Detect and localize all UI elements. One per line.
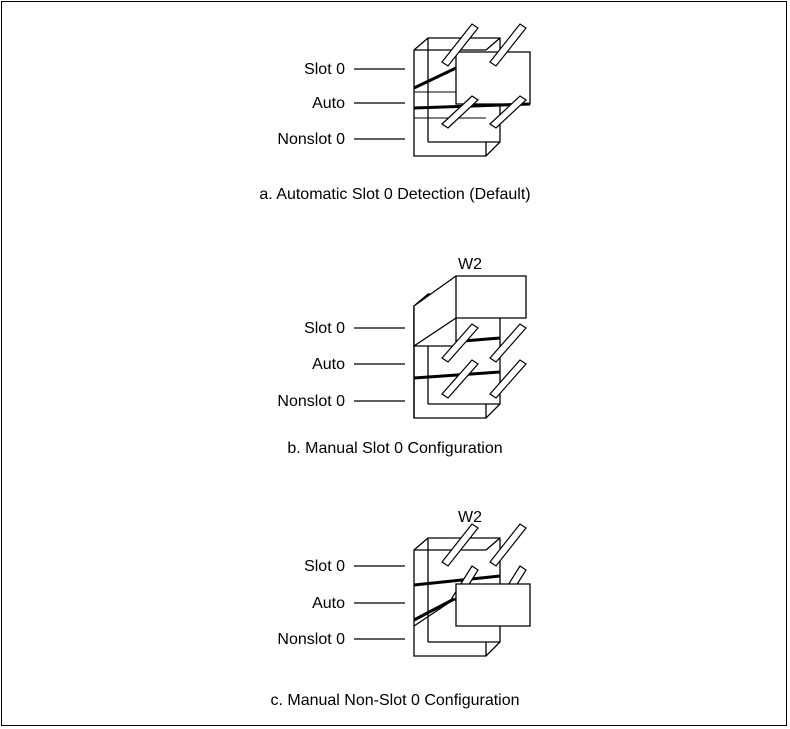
label-auto: Auto xyxy=(312,356,345,373)
jumper-shunt xyxy=(413,275,527,347)
caption-c: c. Manual Non-Slot 0 Configuration xyxy=(270,692,519,709)
label-auto: Auto xyxy=(312,95,345,112)
panel-c: W2 Slot 0 Auto Nonslot 0 xyxy=(270,509,531,709)
pin-group xyxy=(441,323,527,399)
label-slot0: Slot 0 xyxy=(304,558,345,575)
panel-b: W2 Slot 0 Auto Nonslot 0 xyxy=(277,256,527,457)
label-slot0: Slot 0 xyxy=(304,61,345,78)
jumper-shunt xyxy=(413,583,531,627)
panel-a: Slot 0 Auto Nonslot 0 xyxy=(259,23,531,203)
label-nonslot0: Nonslot 0 xyxy=(277,631,345,648)
pin-group xyxy=(441,23,527,129)
label-slot0: Slot 0 xyxy=(304,320,345,337)
label-nonslot0: Nonslot 0 xyxy=(277,131,345,148)
leader-lines xyxy=(354,68,405,140)
header-w2: W2 xyxy=(458,509,482,526)
caption-b: b. Manual Slot 0 Configuration xyxy=(287,440,502,457)
label-nonslot0: Nonslot 0 xyxy=(277,393,345,410)
leader-lines xyxy=(354,565,405,640)
caption-a: a. Automatic Slot 0 Detection (Default) xyxy=(259,186,530,203)
header-w2: W2 xyxy=(458,256,482,273)
leader-lines xyxy=(354,327,405,402)
label-auto: Auto xyxy=(312,595,345,612)
